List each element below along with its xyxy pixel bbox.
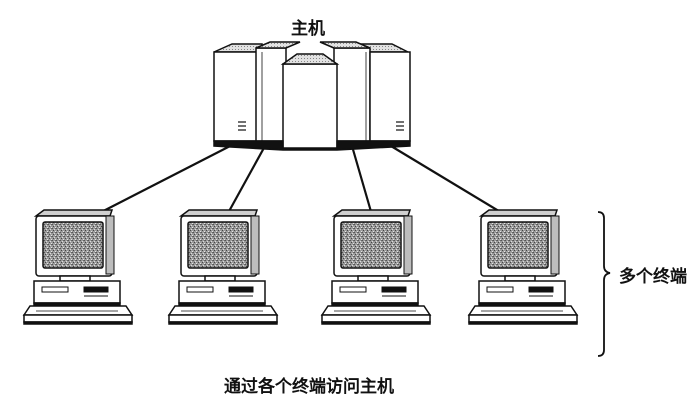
connection-lines [77, 142, 518, 225]
host-label: 主机 [291, 19, 325, 39]
diagram-caption: 通过各个终端访问主机 [224, 377, 394, 397]
terminals-label: 多个终端 [619, 267, 687, 287]
terminal-computer-icon [22, 209, 134, 325]
terminal-computer-icon [320, 209, 432, 325]
host-computer-icon [213, 41, 411, 151]
terminal-computer-icon [467, 209, 579, 325]
terminal-computer-icon [167, 209, 279, 325]
connection-line [385, 142, 518, 223]
terminals-group [22, 209, 579, 325]
terminals-brace [597, 211, 611, 357]
